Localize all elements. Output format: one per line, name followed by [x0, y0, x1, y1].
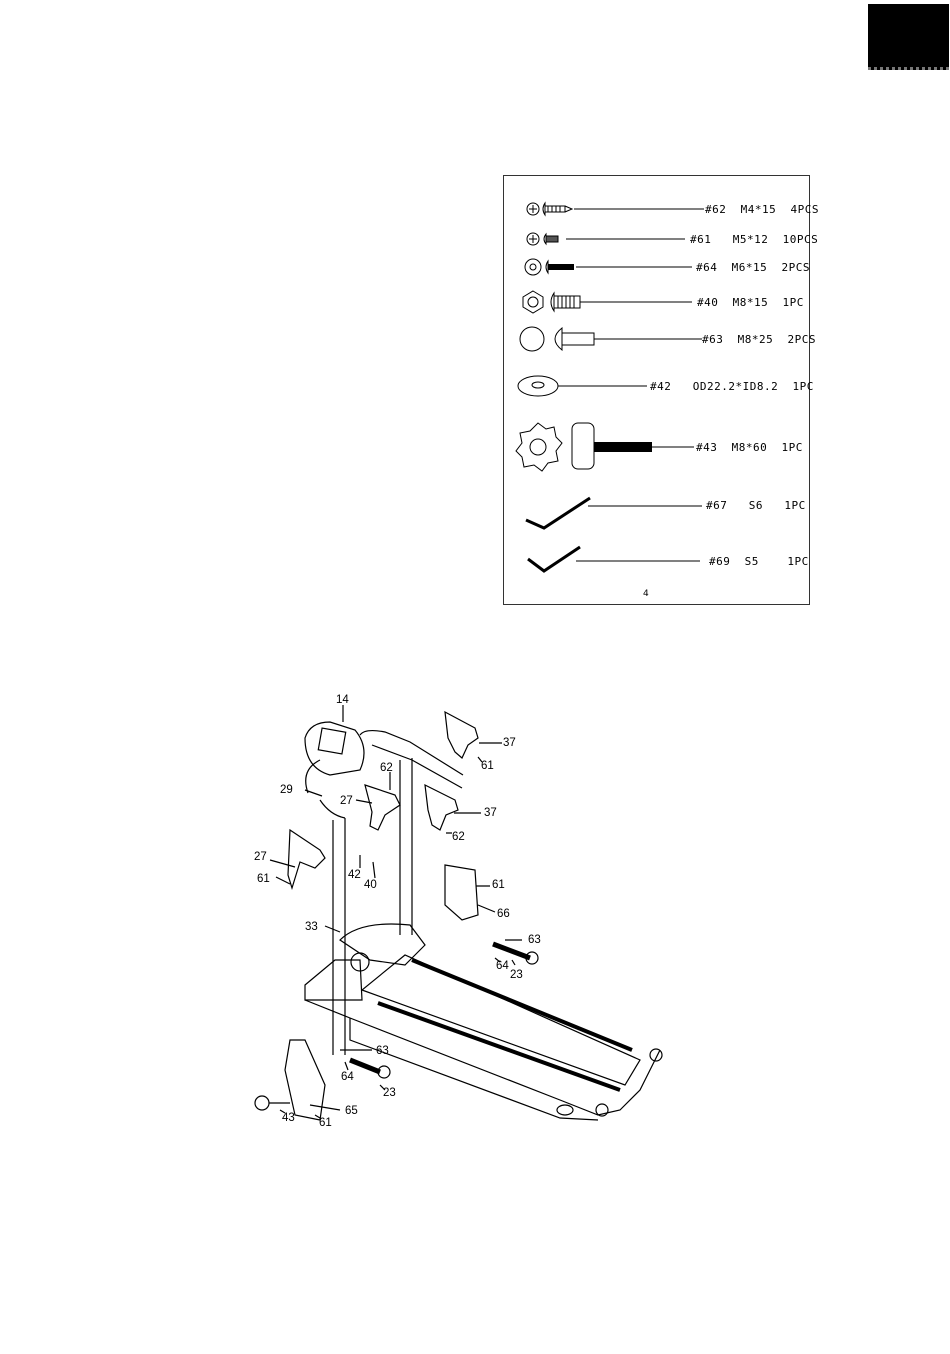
callout: 61 [492, 879, 505, 891]
running-belt [362, 955, 640, 1085]
callout: 66 [497, 908, 510, 920]
callout: 23 [383, 1087, 396, 1099]
upper-arm-grip [445, 712, 478, 758]
left-arm-grip [288, 830, 325, 888]
callout: 63 [376, 1045, 389, 1057]
callout: 14 [336, 694, 349, 706]
right-arm-grip [425, 785, 458, 830]
callout: 33 [305, 921, 318, 933]
right-side-cover [445, 865, 478, 920]
callout: 61 [257, 873, 270, 885]
deck-frame [305, 1000, 660, 1115]
callout: 63 [528, 934, 541, 946]
callout: 64 [341, 1071, 354, 1083]
adjust-knob [255, 1096, 269, 1110]
center-arm-grip [365, 785, 400, 830]
callout: 65 [345, 1105, 358, 1117]
callout: 61 [319, 1117, 332, 1129]
callout: 37 [484, 807, 497, 819]
callout: 27 [340, 795, 353, 807]
callout: 27 [254, 851, 267, 863]
callout: 43 [282, 1112, 295, 1124]
callout: 37 [503, 737, 516, 749]
callout: 29 [280, 784, 293, 796]
right-upright [400, 758, 412, 935]
callout: 62 [380, 762, 393, 774]
callout: 40 [364, 879, 377, 891]
callout: 62 [452, 831, 465, 843]
callout: 42 [348, 869, 361, 881]
callout: 23 [510, 969, 523, 981]
callout: 61 [481, 760, 494, 772]
left-side-cover [285, 1040, 325, 1120]
callout: 64 [496, 960, 509, 972]
